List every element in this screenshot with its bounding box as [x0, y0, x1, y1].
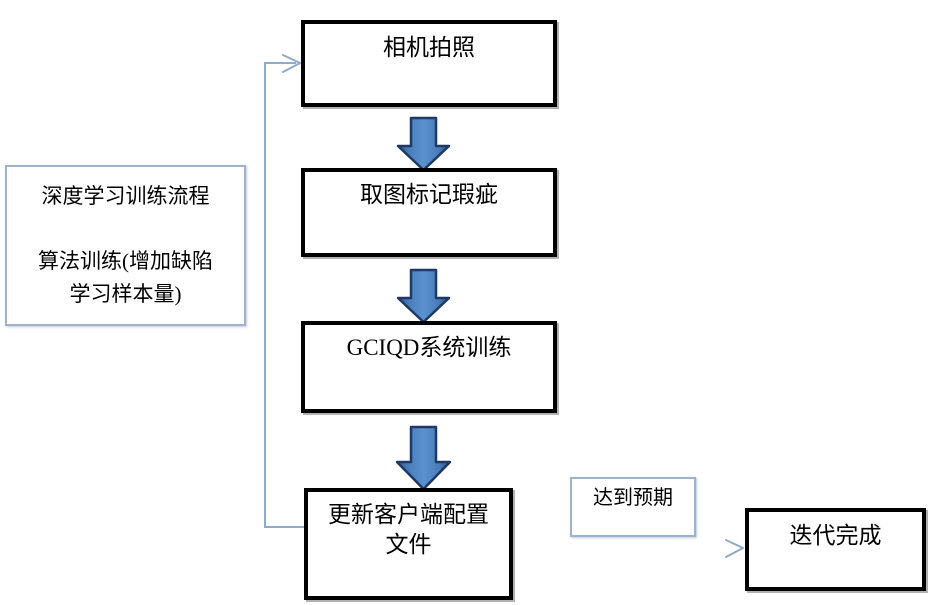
node-iteration-complete-label: 迭代完成 [789, 523, 882, 548]
node-camera-capture[interactable]: 相机拍照 [301, 20, 557, 107]
arrow-mark-to-train [396, 268, 451, 324]
node-update-client-config-label: 更新客户端配置 文件 [328, 502, 489, 558]
node-gciqd-system-training[interactable]: GCIQD系统训练 [301, 321, 557, 413]
node-iteration-complete[interactable]: 迭代完成 [745, 508, 926, 591]
node-meets-expectation[interactable]: 达到预期 [570, 477, 696, 537]
node-meets-expectation-label: 达到预期 [593, 487, 673, 509]
deep-learning-training-panel: 深度学习训练流程 算法训练(增加缺陷 学习样本量) [5, 165, 246, 326]
arrow-camera-to-mark [396, 116, 451, 172]
feedback-loop-update-to-camera [264, 54, 304, 528]
node-update-client-config[interactable]: 更新客户端配置 文件 [304, 488, 513, 600]
arrow-update-to-done [513, 539, 744, 558]
node-camera-capture-label: 相机拍照 [383, 35, 475, 60]
node-mark-defects-label: 取图标记瑕疵 [360, 182, 498, 207]
deep-learning-training-panel-label: 深度学习训练流程 算法训练(增加缺陷 学习样本量) [38, 184, 213, 306]
arrow-train-to-update [395, 425, 452, 491]
node-mark-defects[interactable]: 取图标记瑕疵 [301, 168, 557, 257]
node-gciqd-system-training-label: GCIQD系统训练 [346, 335, 512, 360]
